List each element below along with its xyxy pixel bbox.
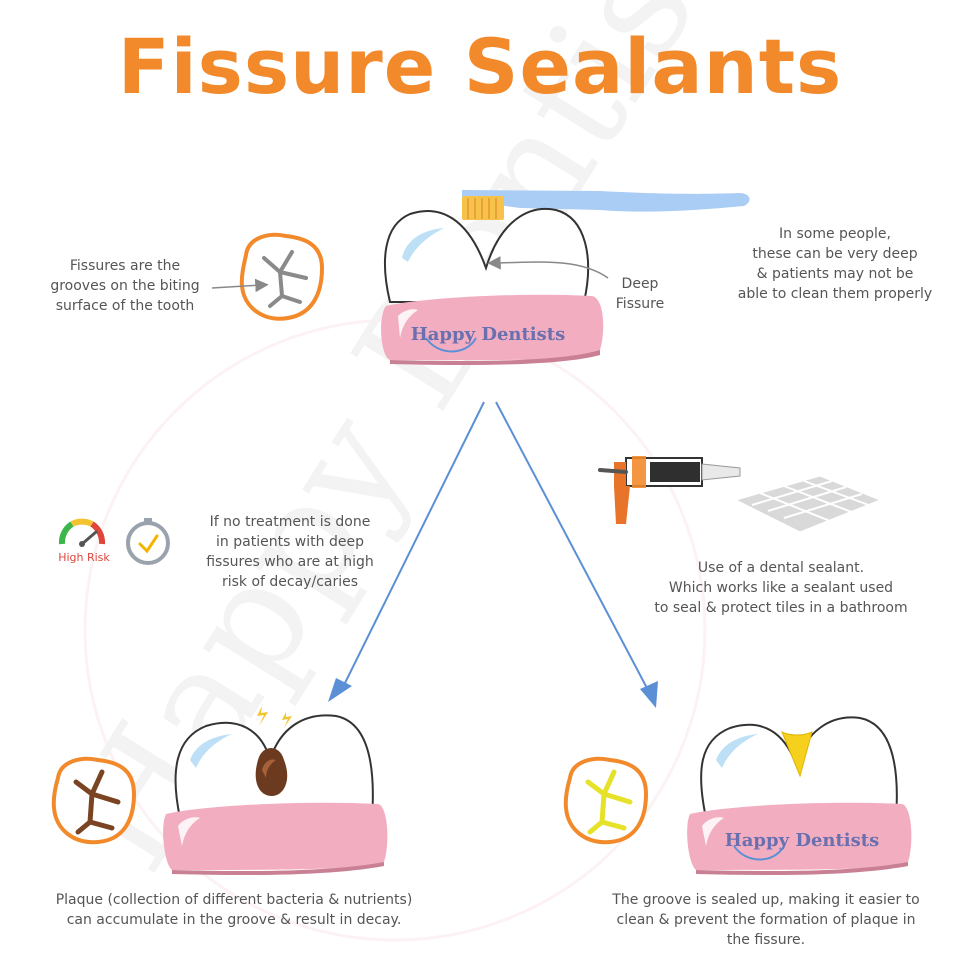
- high-risk-label: High Risk: [58, 551, 110, 564]
- sealed-crack-icon: [563, 756, 649, 845]
- stopwatch-icon: [126, 518, 170, 565]
- decay-crack-icon: [51, 756, 137, 845]
- watermark-text: Happy Dentists: [33, 0, 802, 899]
- decay-cavity: [255, 748, 288, 796]
- deep-fissure-label: Deep Fissure: [615, 276, 665, 312]
- no-treatment-text: If no treatment is done in patients with…: [206, 514, 374, 590]
- lightning-icon: [257, 706, 268, 726]
- gum-top: [381, 294, 604, 361]
- gum-bottom-right: [687, 802, 912, 870]
- sealed-tooth: Happy Dentists: [687, 716, 912, 876]
- sealant-use-text: Use of a dental sealant. Which works lik…: [654, 560, 908, 616]
- toothbrush-icon: [462, 190, 750, 220]
- gum-bottom-left: [163, 802, 388, 870]
- sealant-gun-icon: [598, 456, 741, 524]
- page-title: Fissure Sealants: [117, 22, 843, 111]
- sealed-outcome-text: The groove is sealed up, making it easie…: [612, 892, 920, 948]
- top-tooth: Happy Dentists: [381, 207, 604, 366]
- gum-brand-top: Happy Dentists: [411, 324, 565, 345]
- fissure-definition-text: Fissures are the grooves on the biting s…: [50, 258, 200, 314]
- flow-arrow-right: [495, 401, 658, 708]
- flow-arrow-left: [328, 401, 485, 702]
- fissure-pointer: [211, 278, 269, 293]
- deep-fissure-note: In some people, these can be very deep &…: [737, 226, 933, 302]
- risk-gauge-icon: [58, 518, 106, 547]
- deep-fissure-pointer: [487, 256, 609, 279]
- decayed-tooth: [163, 706, 388, 876]
- cracked-tooth-icon: [239, 232, 325, 321]
- sealant-fill: [781, 730, 813, 778]
- tiles-icon: [734, 475, 882, 533]
- plaque-outcome-text: Plaque (collection of different bacteria…: [55, 892, 413, 928]
- gum-brand-bottom: Happy Dentists: [725, 830, 879, 851]
